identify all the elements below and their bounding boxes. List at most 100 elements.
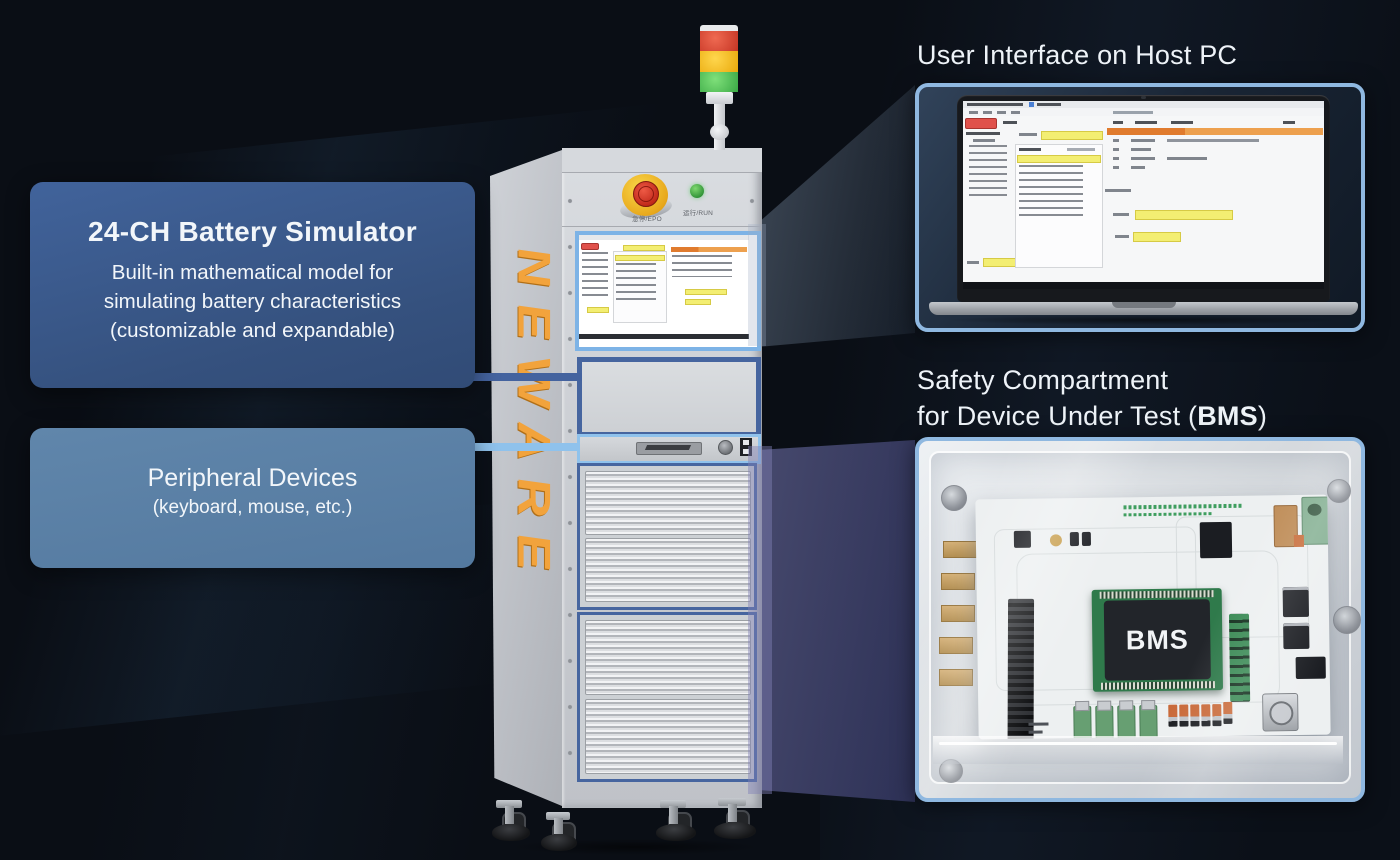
row-num [1113, 139, 1119, 142]
beam-overlay [748, 446, 772, 794]
leveling-foot [541, 834, 577, 851]
leveling-foot [492, 824, 530, 841]
callout-title: 24-CH Battery Simulator [88, 216, 417, 247]
rack-divider [562, 172, 762, 173]
run-label: 运行/RUN [682, 210, 714, 217]
tower-lamp-amber [700, 51, 738, 72]
row-num [1113, 157, 1119, 160]
connector-line-peripheral [458, 443, 578, 451]
estop-label: 急停/EPO [632, 216, 662, 223]
mini-name-field [623, 245, 665, 251]
acrylic-highlight [939, 742, 1337, 745]
rack-touchscreen[interactable] [575, 231, 761, 351]
section-label [1105, 189, 1131, 192]
vent-group-lower [577, 612, 757, 782]
connector-line-simulator [458, 373, 582, 381]
tower-lamp-joint [710, 124, 729, 140]
heading-safety: Safety Compartment for Device Under Test… [917, 362, 1267, 434]
menu-item [997, 111, 1006, 114]
toolbar-extra [1003, 121, 1017, 124]
heading-bms: BMS [1197, 401, 1258, 431]
case-screw [1327, 479, 1351, 503]
mini-start-button [581, 243, 599, 250]
vent-block [585, 699, 751, 774]
run-indicator-light [690, 184, 704, 198]
mini-statusbar [579, 334, 749, 339]
panel-knob[interactable] [718, 440, 733, 455]
row-cell [1131, 157, 1155, 160]
name-label [1019, 133, 1037, 136]
op-type-field [1135, 210, 1233, 220]
gold-pad [939, 637, 973, 654]
beam-to-bms [758, 440, 915, 802]
ui-title-text [967, 103, 1023, 106]
bms-compartment-panel: BMS [915, 437, 1365, 802]
foot-bracket [496, 800, 522, 808]
desc-line: simulating battery characteristics [103, 290, 402, 313]
mini-table-rows [672, 255, 732, 277]
row-cell [1131, 148, 1151, 151]
panel-bracket [740, 438, 752, 456]
leveling-foot [714, 822, 756, 839]
tower-lamp-red [700, 31, 738, 51]
rack-side-panel [490, 150, 562, 806]
list-header [1019, 148, 1041, 151]
screw-rail-left [566, 178, 574, 778]
mini-input-short [685, 299, 711, 305]
input-label [1113, 213, 1129, 216]
col-header [1135, 121, 1157, 124]
row-cell [1167, 139, 1259, 142]
field-label [967, 261, 979, 264]
callout-description: Built-in mathematical model for simulati… [30, 258, 475, 345]
tower-lamp-cap [700, 25, 738, 31]
foot-stem [669, 806, 678, 824]
selected-table-row [1107, 128, 1323, 135]
case-standoff [1333, 606, 1361, 634]
col-header [1283, 121, 1295, 124]
ui-titlebar [963, 101, 1324, 108]
foot-stem [505, 806, 514, 824]
callout-peripheral-devices: Peripheral Devices (keyboard, mouse, etc… [30, 428, 475, 568]
rack-divider [562, 226, 762, 227]
foot-bracket [546, 812, 570, 820]
heading-safety-line2: for Device Under Test (BMS) [917, 398, 1267, 434]
col-header [1171, 121, 1193, 124]
desc-line: Built-in mathematical model for [111, 261, 394, 284]
heading-text: for Device Under Test ( [917, 401, 1198, 431]
menu-item [969, 111, 978, 114]
beam-overlay [748, 224, 766, 346]
rack-brand-logo: NEWARE [508, 245, 560, 589]
mini-input-long [685, 289, 727, 295]
laptop-base [929, 302, 1358, 315]
heading-safety-line1: Safety Compartment [917, 365, 1169, 395]
screen-chin [963, 282, 1324, 289]
foot-stem [554, 818, 563, 834]
row-cell [1131, 139, 1155, 142]
window-icon [1029, 102, 1034, 107]
vent-block [585, 620, 751, 695]
toolbar-icons [1113, 111, 1153, 114]
foot-bracket [660, 800, 686, 808]
heading-text: ) [1257, 401, 1268, 431]
mini-step-list [616, 263, 656, 303]
laptop-screen[interactable] [963, 101, 1324, 289]
tree-items [969, 145, 1007, 200]
gold-pad [941, 573, 975, 590]
laptop-notch [1112, 302, 1176, 308]
foot-stem [728, 804, 737, 822]
rack-top-cap [562, 148, 762, 173]
gold-pad [939, 669, 973, 686]
callout-title: Peripheral Devices [147, 464, 358, 492]
row-num [1113, 166, 1119, 169]
start-run-button[interactable] [965, 118, 997, 129]
list-toolbar-icons [1067, 148, 1095, 151]
menu-item [1011, 111, 1020, 114]
mini-tree-list [582, 252, 608, 300]
row-num [1113, 148, 1119, 151]
plan-name-field [1041, 131, 1103, 140]
db-connector-slot [644, 445, 692, 450]
acrylic-sheen [919, 441, 1361, 798]
emergency-stop-button[interactable] [633, 181, 659, 207]
callout-subtitle: (keyboard, mouse, etc.) [152, 497, 353, 518]
